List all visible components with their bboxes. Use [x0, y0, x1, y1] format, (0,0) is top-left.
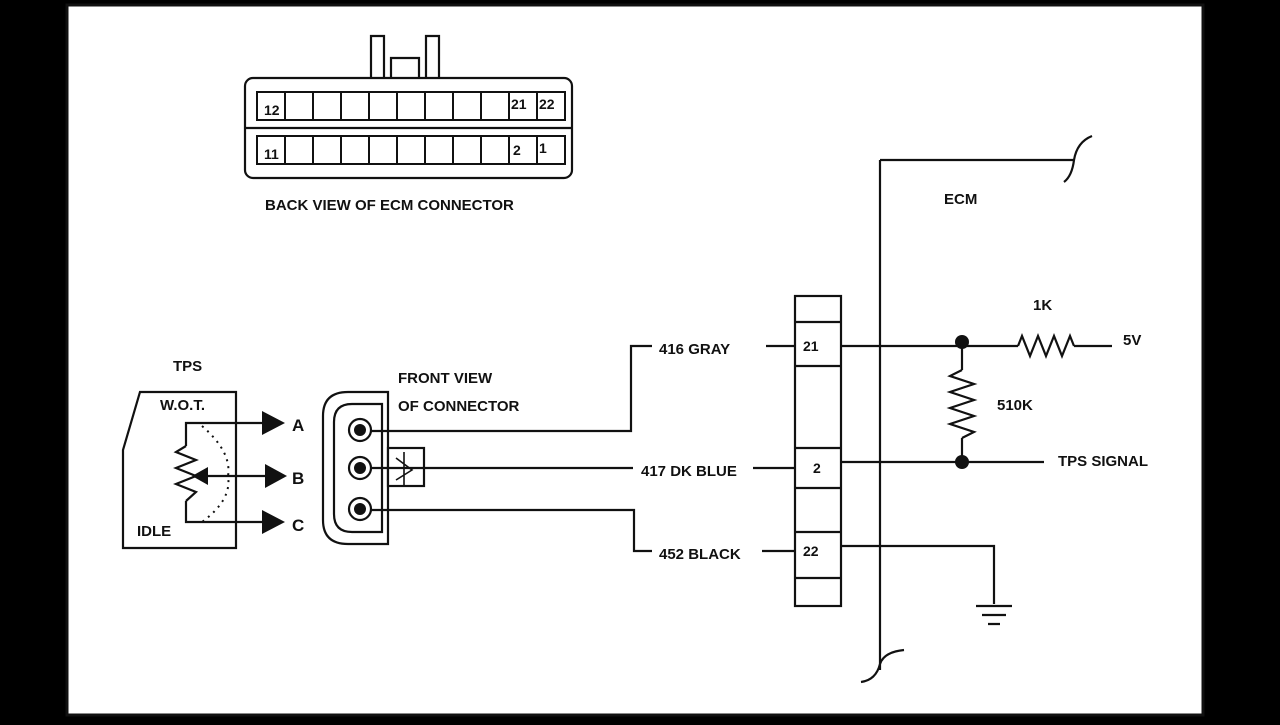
arrow-a-icon [262, 411, 285, 435]
wire-452-black [371, 508, 652, 553]
resistor-510k-label: 510K [997, 397, 1033, 414]
ecm-module: ECM 21 2 22 1K 5V 510K TPS SIGNAL [793, 134, 1148, 684]
harness-wires: 416 GRAY 417 DK BLUE 452 BLACK [371, 341, 797, 563]
tps-title: TPS [173, 358, 202, 375]
resistor-1k-label: 1K [1033, 297, 1052, 314]
connector-latch [369, 34, 441, 78]
ecm-pin-22-label: 22 [539, 96, 555, 112]
terminal-c-pin [354, 503, 366, 515]
tps-resistor-icon [173, 445, 199, 502]
junction-signal-node [955, 455, 969, 469]
ecm-connector-strip [793, 294, 843, 608]
terminal-a-label: A [292, 416, 304, 435]
ground-icon [976, 604, 1012, 626]
connector-pin-cavity [536, 91, 566, 121]
wire-416-gray [371, 344, 652, 433]
ecm-pin-21-label: 21 [511, 96, 527, 112]
connector-body-inner [332, 402, 384, 534]
diagram-background [66, 4, 1204, 716]
ecm-cavity-2-label: 2 [813, 460, 821, 476]
arrow-c-icon [262, 510, 285, 534]
wiper-arrow-icon [192, 467, 208, 485]
wire-417-label: 417 DK BLUE [641, 463, 737, 480]
arrow-b-icon [265, 464, 287, 488]
ecm-cavity-22-label: 22 [803, 543, 819, 559]
ecm-pin-11-label: 11 [264, 146, 279, 162]
tps-lead-a [184, 421, 265, 446]
terminal-b-label: B [292, 469, 304, 488]
front-view-caption-line1: FRONT VIEW [398, 370, 493, 387]
terminal-a-pin [354, 424, 366, 436]
break-mark-bottom-icon [860, 648, 905, 684]
front-view-caption-line2: OF CONNECTOR [398, 398, 520, 415]
diagram-border [65, 3, 1205, 717]
resistor-510k-icon [946, 369, 978, 439]
ground-net [841, 544, 996, 604]
wire-452-label: 452 BLACK [659, 546, 741, 563]
ecm-pin-2-label: 2 [513, 142, 521, 158]
tps-idle-label: IDLE [137, 523, 171, 540]
ecm-pin-1-label: 1 [539, 140, 547, 156]
connector-pin-grid [256, 91, 566, 165]
terminal-c-label: C [292, 516, 304, 535]
terminal-b-pin [354, 462, 366, 474]
break-mark-top-icon [1063, 134, 1093, 183]
ecm-connector-caption: BACK VIEW OF ECM CONNECTOR [265, 197, 514, 214]
resistor-1k-icon [1016, 333, 1076, 359]
ecm-title: ECM [944, 191, 977, 208]
tps-wot-label: W.O.T. [160, 397, 205, 414]
connector-pin-cavity [536, 135, 566, 165]
tps-signal-label: TPS SIGNAL [1058, 453, 1148, 470]
tps-lead-c [184, 501, 265, 524]
ecm-connector-back-view: 12 21 22 11 2 1 BACK VIEW OF ECM CONNECT… [243, 34, 574, 214]
ecm-pin-12-label: 12 [264, 102, 280, 118]
ecm-cavity-21-label: 21 [803, 338, 819, 354]
tps-housing [121, 390, 238, 550]
tps-sensor: TPS W.O.T. IDLE A B C [121, 358, 304, 550]
supply-5v-label: 5V [1123, 332, 1141, 349]
wire-416-label: 416 GRAY [659, 341, 730, 358]
